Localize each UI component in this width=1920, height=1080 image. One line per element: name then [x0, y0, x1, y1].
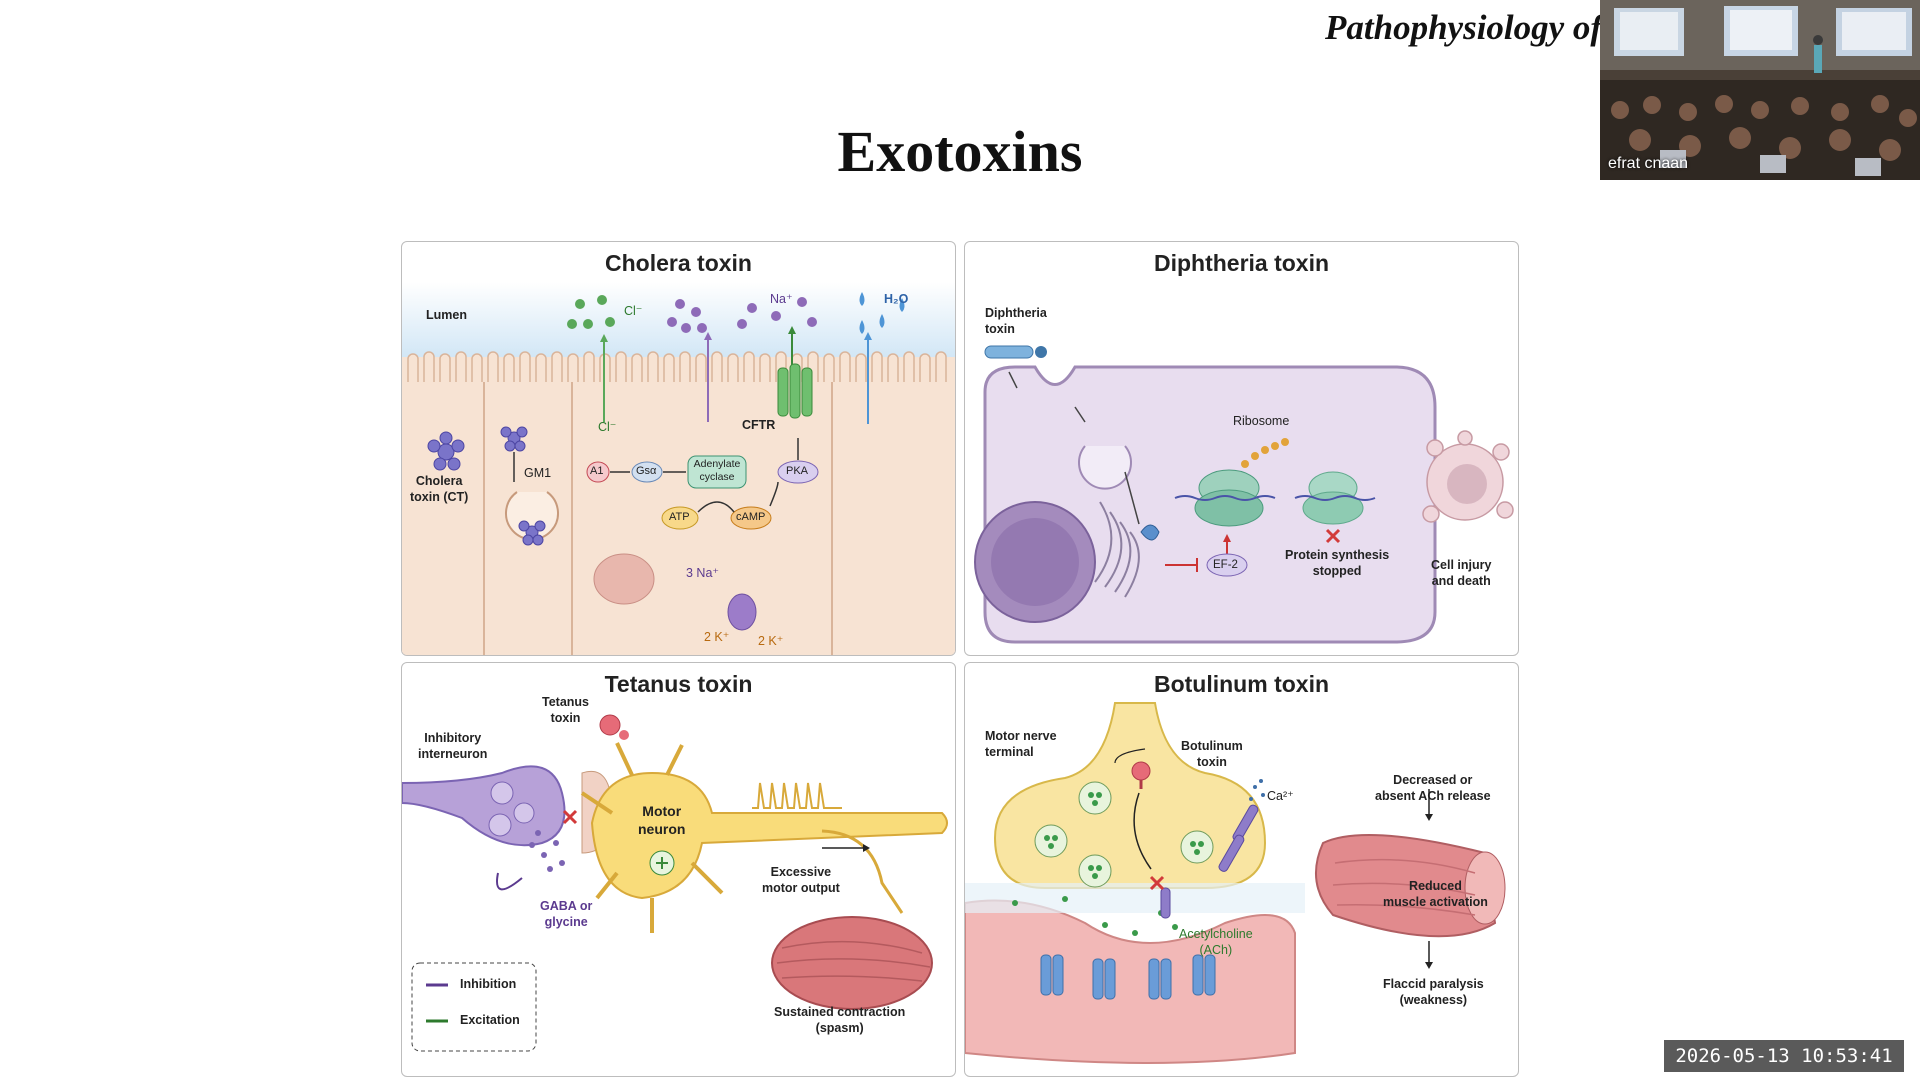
video-thumbnail[interactable]: efrat cnaan — [1600, 0, 1920, 180]
acetylcholine-label: Acetylcholine (ACh) — [1179, 927, 1253, 957]
cell-injury-label: Cell injury and death — [1431, 558, 1492, 588]
ribosome-label: Ribosome — [1233, 414, 1290, 428]
tetanus-toxin-panel: Tetanus toxin Tetanus toxin Inhibitory i… — [401, 662, 956, 1077]
legend-excitation-label: Excitation — [460, 1013, 520, 1027]
diphtheria-toxin-label: Diphtheria toxin — [985, 306, 1047, 336]
pka-label: PKA — [786, 465, 809, 477]
sodium-ion-label: Na⁺ — [770, 292, 793, 306]
gaba-glycine-label: GABA or glycine — [540, 899, 593, 929]
potassium-left-label: 2 K⁺ — [704, 630, 730, 644]
reduced-activation-label: Reduced muscle activation — [1383, 879, 1488, 909]
course-title: Pathophysiology of — [1325, 8, 1603, 47]
lecture-hall-video — [1600, 0, 1920, 180]
chloride-ion-label: Cl⁻ — [624, 304, 643, 318]
lumen-label: Lumen — [426, 308, 467, 322]
inhibitory-interneuron-label: Inhibitory interneuron — [418, 731, 488, 761]
calcium-label: Ca²⁺ — [1267, 789, 1294, 803]
participant-name: efrat cnaan — [1608, 155, 1689, 172]
ef2-label: EF-2 — [1213, 559, 1238, 571]
camp-label: cAMP — [736, 511, 766, 523]
protein-synthesis-stopped-label: Protein synthesis stopped — [1285, 548, 1390, 578]
diphtheria-toxin-panel: Diphtheria toxin Diphtheria toxin Riboso… — [964, 241, 1519, 656]
botulinum-toxin-label: Botulinum toxin — [1181, 739, 1243, 769]
sodium-pump-label: 3 Na⁺ — [686, 566, 720, 580]
flaccid-paralysis-label: Flaccid paralysis (weakness) — [1383, 977, 1484, 1007]
botulinum-toxin-diagram — [965, 702, 1506, 1064]
gs-alpha-label: Gsα — [636, 465, 657, 477]
excessive-output-label: Excessive motor output — [762, 865, 840, 895]
tetanus-toxin-label: Tetanus toxin — [542, 695, 589, 725]
cholera-toxin-panel: Cholera toxin Lumen Cl⁻ Na⁺ H₂O Cl⁻ CFTR… — [401, 241, 956, 656]
recording-timestamp: 2026-05-13 10:53:41 — [1664, 1040, 1904, 1072]
gm1-label: GM1 — [524, 466, 552, 480]
decreased-ach-label: Decreased or absent ACh release — [1375, 773, 1491, 803]
botulinum-toxin-panel: Botulinum toxin Motor nerve terminal Bot… — [964, 662, 1519, 1077]
botulinum-title: Botulinum toxin — [1153, 671, 1330, 697]
atp-label: ATP — [669, 511, 690, 523]
motor-nerve-terminal-label: Motor nerve terminal — [985, 729, 1057, 759]
tetanus-title: Tetanus toxin — [604, 671, 753, 697]
slide-title: Exotoxins — [837, 119, 1083, 184]
cholera-title: Cholera toxin — [605, 250, 752, 276]
cftr-label: CFTR — [742, 418, 776, 432]
legend-inhibition-label: Inhibition — [460, 977, 517, 991]
cholera-toxin-diagram — [402, 282, 955, 655]
tetanus-toxin-diagram — [402, 714, 948, 1052]
adenylate-cyclase-label: Adenylate cyclase — [693, 458, 741, 484]
sustained-contraction-label: Sustained contraction (spasm) — [774, 1005, 906, 1035]
water-label: H₂O — [884, 292, 909, 306]
a1-label: A1 — [590, 465, 604, 477]
motor-neuron-label: Motor neuron — [638, 803, 686, 837]
diphtheria-toxin-diagram — [974, 345, 1514, 644]
diphtheria-title: Diphtheria toxin — [1153, 250, 1330, 276]
cholera-toxin-label: Cholera toxin (CT) — [410, 474, 469, 504]
chloride-channel-label: Cl⁻ — [598, 420, 617, 434]
potassium-right-label: 2 K⁺ — [758, 634, 784, 648]
